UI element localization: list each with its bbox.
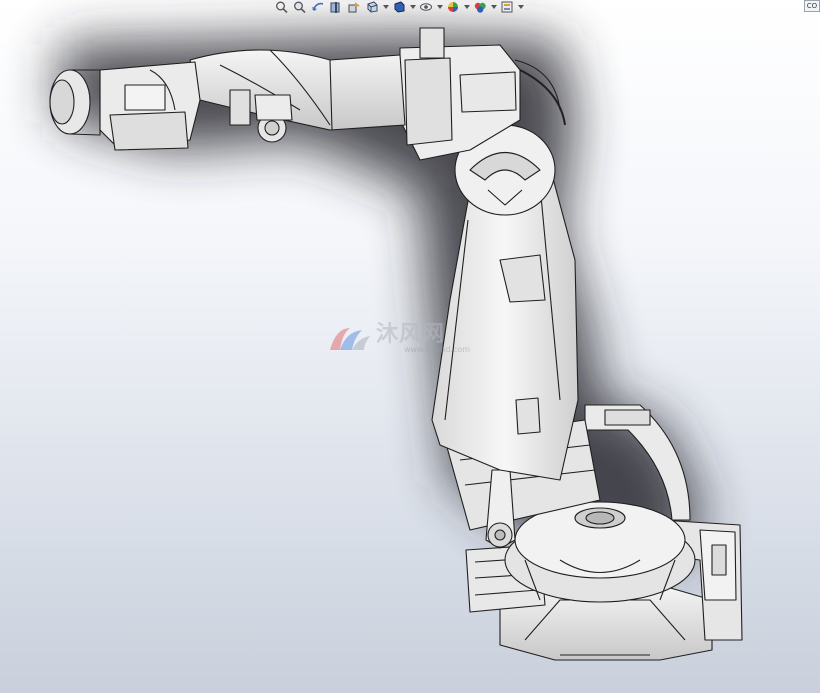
hide-show-items-button[interactable] xyxy=(418,1,434,14)
dynamic-annotation-icon xyxy=(348,2,360,13)
hide-show-items-dropdown[interactable] xyxy=(436,1,443,14)
zoom-to-area-button[interactable] xyxy=(292,1,308,14)
chevron-down-icon xyxy=(517,5,524,9)
view-settings-button[interactable] xyxy=(499,1,515,14)
chevron-down-icon xyxy=(436,5,443,9)
hide-show-items-icon xyxy=(420,3,432,11)
apply-scene-button[interactable] xyxy=(472,1,488,14)
zoom-to-fit-button[interactable] xyxy=(274,1,290,14)
task-pane-corner-button[interactable]: CO xyxy=(804,0,820,12)
chevron-down-icon xyxy=(409,5,416,9)
edit-appearance-button[interactable] xyxy=(445,1,461,14)
display-style-button[interactable] xyxy=(391,1,407,14)
view-orientation-dropdown[interactable] xyxy=(382,1,389,14)
zoom-to-fit-icon xyxy=(276,1,288,13)
section-view-button[interactable] xyxy=(328,1,344,14)
apply-scene-dropdown[interactable] xyxy=(490,1,497,14)
zoom-to-area-icon xyxy=(294,1,306,13)
display-style-icon xyxy=(394,1,405,13)
view-orientation-icon xyxy=(367,1,378,13)
section-view-icon xyxy=(330,2,340,13)
view-settings-icon xyxy=(501,1,513,13)
view-settings-dropdown[interactable] xyxy=(517,1,524,14)
previous-view-icon xyxy=(312,2,324,11)
chevron-down-icon xyxy=(463,5,470,9)
robot-geometry xyxy=(49,27,743,661)
chevron-down-icon xyxy=(490,5,497,9)
heads-up-view-toolbar xyxy=(274,0,524,14)
chevron-down-icon xyxy=(382,5,389,9)
display-style-dropdown[interactable] xyxy=(409,1,416,14)
edit-appearance-dropdown[interactable] xyxy=(463,1,470,14)
edit-appearance-icon xyxy=(448,2,458,12)
view-orientation-button[interactable] xyxy=(364,1,380,14)
apply-scene-icon xyxy=(474,2,486,13)
dynamic-annotation-button[interactable] xyxy=(346,1,362,14)
previous-view-button[interactable] xyxy=(310,1,326,14)
